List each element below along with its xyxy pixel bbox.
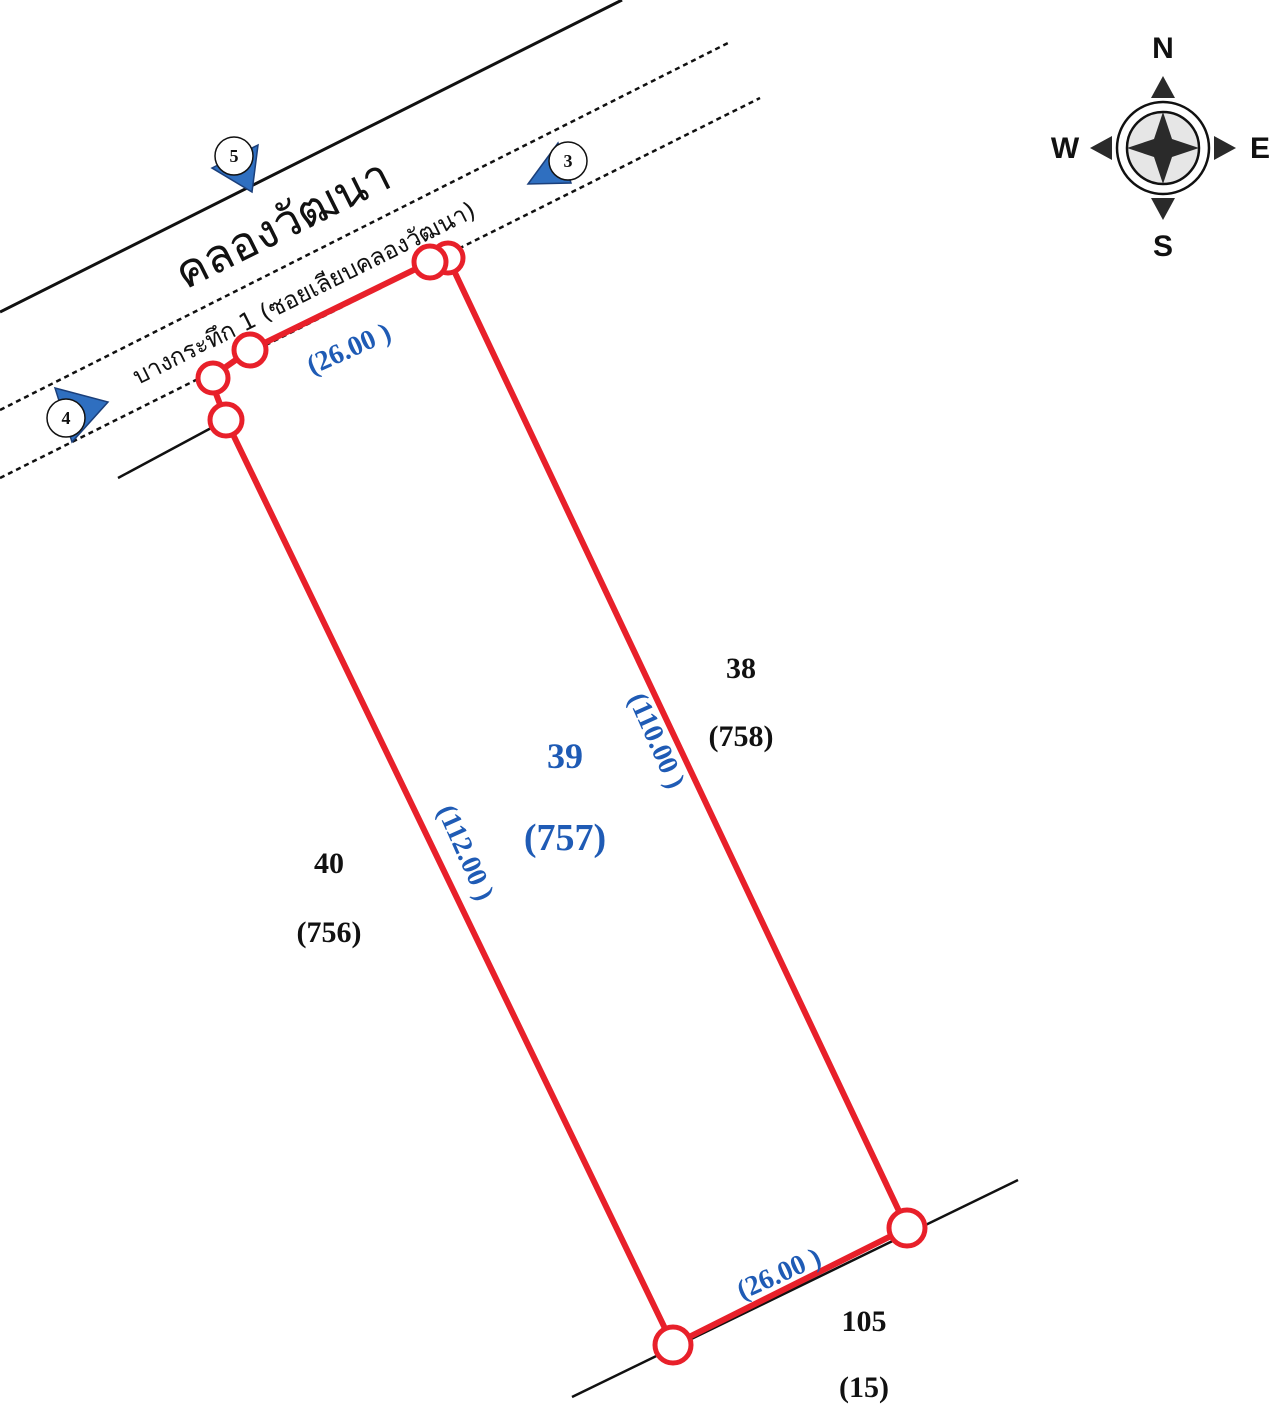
boundary-pin [195, 360, 231, 396]
boundary-pin [207, 401, 245, 439]
compass-rose: N S W E [1051, 32, 1270, 263]
compass-e-label: E [1250, 132, 1270, 165]
parcel-38-number: 38 [726, 652, 756, 685]
canal-line [0, 0, 623, 314]
parcel-boundary [207, 255, 910, 1348]
boundary-pin [411, 243, 449, 281]
boundary-stub-south [571, 1178, 1019, 1399]
boundary-pin [652, 1324, 694, 1366]
boundary-pin [886, 1207, 928, 1249]
compass-south-arrow-icon [1151, 198, 1175, 220]
dimension-east-side: (110.00 ) [622, 688, 691, 793]
parcel-105-number: 105 [842, 1305, 887, 1338]
soi-edge-north [0, 40, 731, 412]
marker-4-label: 4 [62, 408, 71, 428]
marker-4: 4 [46, 386, 110, 444]
parcel-39-number: 39 [547, 736, 583, 776]
compass-s-label: S [1153, 230, 1173, 263]
compass-star-icon [1127, 112, 1199, 184]
marker-3: 3 [526, 141, 588, 185]
dimension-north-side: (26.00 ) [302, 317, 396, 381]
boundary-pins [195, 240, 928, 1366]
marker-3-label: 3 [564, 151, 573, 171]
compass-n-label: N [1152, 32, 1174, 65]
compass-east-arrow-icon [1214, 136, 1236, 160]
parcel-40-deed: (756) [297, 916, 362, 949]
compass-w-label: W [1051, 132, 1080, 165]
dimension-west-side: (112.00 ) [431, 800, 500, 905]
marker-5: 5 [210, 136, 259, 194]
compass-ring-outer [1115, 100, 1211, 196]
parcel-38-deed: (758) [709, 720, 774, 753]
parcel-105-deed: (15) [839, 1371, 889, 1404]
marker-5-label: 5 [230, 146, 239, 166]
parcel-40-number: 40 [314, 847, 344, 880]
compass-west-arrow-icon [1090, 136, 1112, 160]
boundary-pin [231, 331, 269, 369]
boundary-stub-west [117, 418, 227, 480]
parcel-39-deed: (757) [524, 817, 606, 859]
compass-north-arrow-icon [1151, 76, 1175, 98]
